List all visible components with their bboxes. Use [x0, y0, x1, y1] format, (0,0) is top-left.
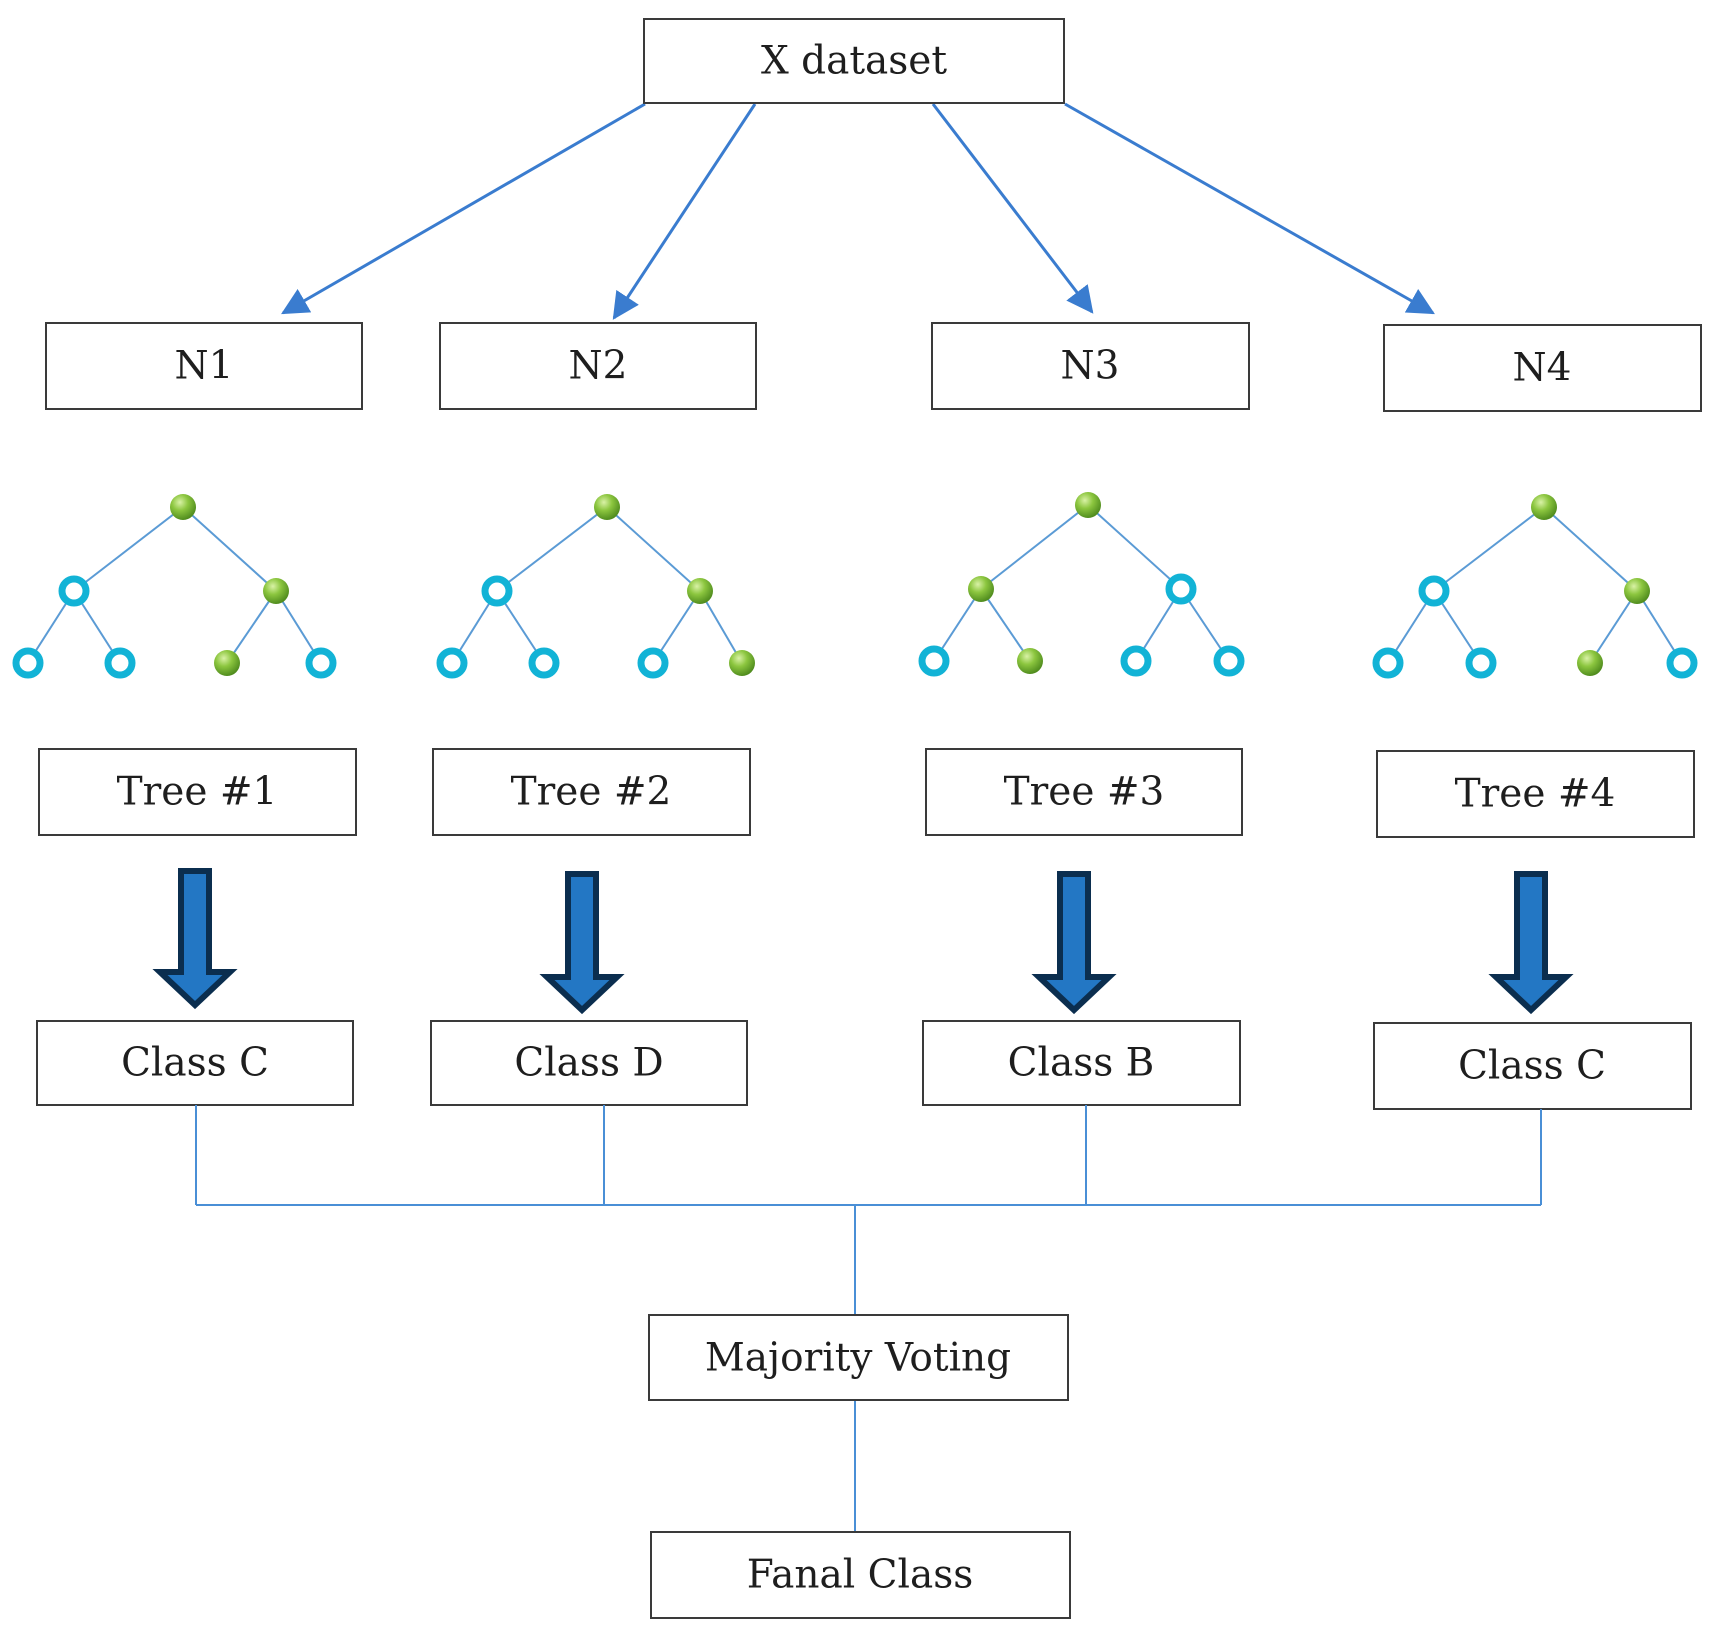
subset-box-n3: N3 [931, 322, 1250, 410]
tree-node-open [436, 647, 468, 679]
final-class-box: Fanal Class [650, 1531, 1071, 1619]
tree-node-filled [729, 650, 755, 676]
tree-node-open [1120, 645, 1152, 677]
root-label: X dataset [761, 39, 947, 84]
decision-tree-icons [12, 492, 1698, 679]
tree-box-4: Tree #4 [1376, 750, 1695, 838]
tree-edge [1087, 504, 1182, 590]
tree-node-open [528, 647, 560, 679]
class-box-2: Class D [430, 1020, 748, 1106]
tree-edge [980, 504, 1089, 590]
tree-edge [1543, 506, 1638, 592]
tree-node-open [1418, 575, 1450, 607]
tree-node-open [481, 575, 513, 607]
class-box-3: Class B [922, 1020, 1241, 1106]
tree-node-filled [1075, 492, 1101, 518]
tree-box-1: Tree #1 [38, 748, 357, 836]
down-arrow-2 [539, 871, 625, 1015]
tree-node-filled [170, 494, 196, 520]
class-label-4: Class C [1458, 1044, 1606, 1089]
tree-node-filled [1531, 494, 1557, 520]
tree-node-open [305, 647, 337, 679]
root-arrows [281, 102, 1435, 320]
majority-voting-box: Majority Voting [648, 1314, 1069, 1401]
subset-box-n4: N4 [1383, 324, 1702, 412]
prediction-arrows [152, 868, 1574, 1015]
tree-edge [73, 506, 184, 592]
subset-box-n2: N2 [439, 322, 757, 410]
tree-node-filled [1017, 648, 1043, 674]
down-arrow-1 [152, 868, 238, 1010]
tree-node-filled [968, 576, 994, 602]
tree-node-open [58, 575, 90, 607]
tree-edge [496, 506, 608, 592]
tree-node-open [1666, 647, 1698, 679]
root-box: X dataset [643, 18, 1065, 104]
class-label-1: Class C [121, 1041, 269, 1086]
tree-edge [606, 506, 701, 592]
arrow-root-to-n1 [281, 102, 646, 315]
tree-icon-3 [918, 492, 1245, 677]
arrow-root-to-n3 [931, 103, 1094, 314]
tree-box-3: Tree #3 [925, 748, 1243, 836]
tree-icon-1 [12, 494, 337, 679]
tree-edge [1433, 506, 1545, 592]
tree-box-2: Tree #2 [432, 748, 751, 836]
tree-node-open [918, 645, 950, 677]
tree-node-open [1213, 645, 1245, 677]
tree-node-filled [594, 494, 620, 520]
arrow-root-to-n2 [612, 103, 757, 320]
tree-node-filled [263, 578, 289, 604]
subset-label-n4: N4 [1513, 346, 1572, 391]
down-arrow-4 [1488, 871, 1574, 1015]
tree-label-1: Tree #1 [117, 770, 278, 815]
tree-node-open [637, 647, 669, 679]
class-box-1: Class C [36, 1020, 354, 1106]
tree-icon-4 [1372, 494, 1698, 679]
subset-box-n1: N1 [45, 322, 363, 410]
class-label-2: Class D [514, 1041, 663, 1086]
class-label-3: Class B [1008, 1041, 1155, 1086]
tree-icon-2 [436, 494, 755, 679]
tree-label-4: Tree #4 [1455, 772, 1616, 817]
aggregation-connectors [195, 1105, 1542, 1532]
tree-edge [182, 506, 277, 592]
tree-edge [1589, 590, 1638, 664]
tree-node-filled [687, 578, 713, 604]
subset-label-n3: N3 [1061, 344, 1120, 389]
tree-node-filled [1577, 650, 1603, 676]
tree-node-open [1372, 647, 1404, 679]
tree-node-open [1465, 647, 1497, 679]
tree-label-3: Tree #3 [1004, 770, 1165, 815]
tree-edge [699, 590, 743, 664]
tree-edge [226, 590, 277, 664]
tree-node-filled [214, 650, 240, 676]
tree-node-open [104, 647, 136, 679]
tree-node-open [1165, 573, 1197, 605]
subset-label-n1: N1 [175, 344, 234, 389]
tree-node-filled [1624, 578, 1650, 604]
down-arrow-3 [1031, 871, 1117, 1015]
subset-label-n2: N2 [569, 344, 628, 389]
final-class-label: Fanal Class [747, 1553, 974, 1598]
majority-voting-label: Majority Voting [705, 1336, 1011, 1381]
tree-edge [980, 588, 1031, 662]
class-box-4: Class C [1373, 1022, 1692, 1110]
tree-label-2: Tree #2 [511, 770, 672, 815]
tree-node-open [12, 647, 44, 679]
arrow-root-to-n4 [1064, 102, 1435, 315]
